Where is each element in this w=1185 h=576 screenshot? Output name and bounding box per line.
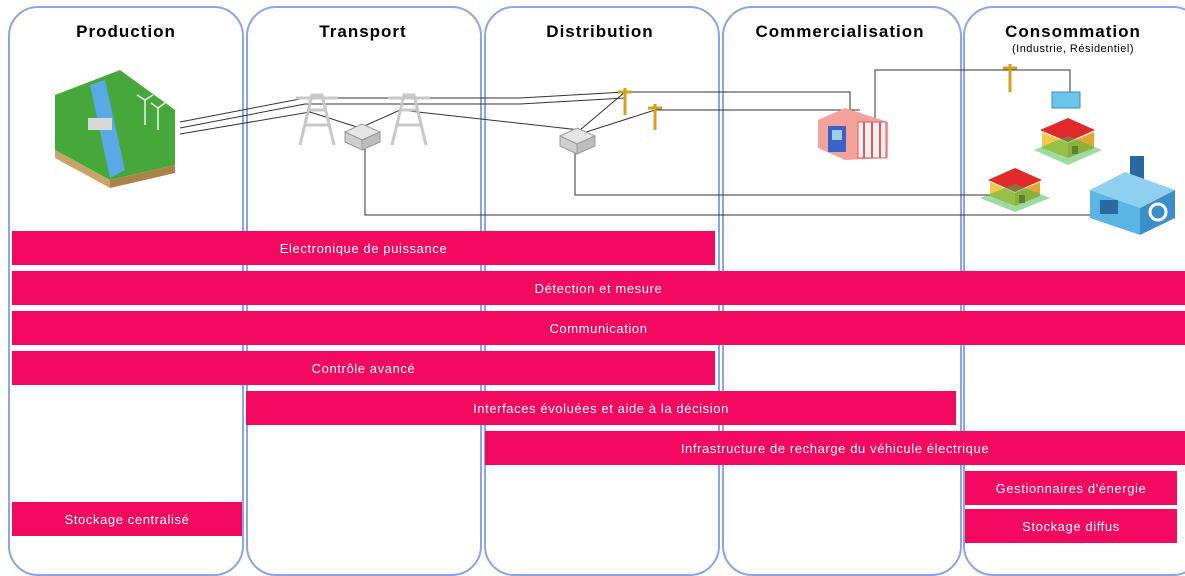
transmission-tower-icon [296,93,338,146]
bar-controle-avance: Contrôle avancé [12,351,715,385]
column-title-production: Production [76,22,176,41]
house-icon [980,168,1050,212]
substation-icon [343,123,382,151]
house-icon [1034,118,1102,165]
substation-icon [558,127,597,155]
column-title-transport: Transport [319,22,407,41]
transmission-tower-icon [388,93,430,146]
bar-gestionnaires-energie: Gestionnaires d'énergie [965,471,1177,505]
factory-icon [1090,156,1175,235]
utility-pole-icon [1003,64,1017,92]
meter-box-icon [1051,91,1081,109]
utility-pole-icon [648,104,662,130]
column-title-distribution: Distribution [546,22,654,41]
store-building-icon [818,108,888,160]
bar-detection-et-mesure: Détection et mesure [12,271,1185,305]
grid-illustration [55,64,1175,235]
bar-interfaces-evoluees: Interfaces évoluées et aide à la décisio… [246,391,956,425]
bar-stockage-diffus: Stockage diffus [965,509,1177,543]
bar-electronique-de-puissance: Electronique de puissance [12,231,715,265]
column-title-consommation: Consommation [1005,22,1141,41]
bar-communication: Communication [12,311,1185,345]
column-subtitle-consommation: (Industrie, Résidentiel) [1011,43,1135,55]
bar-infrastructure-recharge: Infrastructure de recharge du véhicule é… [485,431,1185,465]
utility-pole-icon [618,88,632,115]
power-lines [179,69,1095,216]
column-title-commercialisation: Commercialisation [755,22,925,41]
hydro-wind-plant-icon [55,70,175,188]
bar-stockage-centralise: Stockage centralisé [12,502,242,536]
